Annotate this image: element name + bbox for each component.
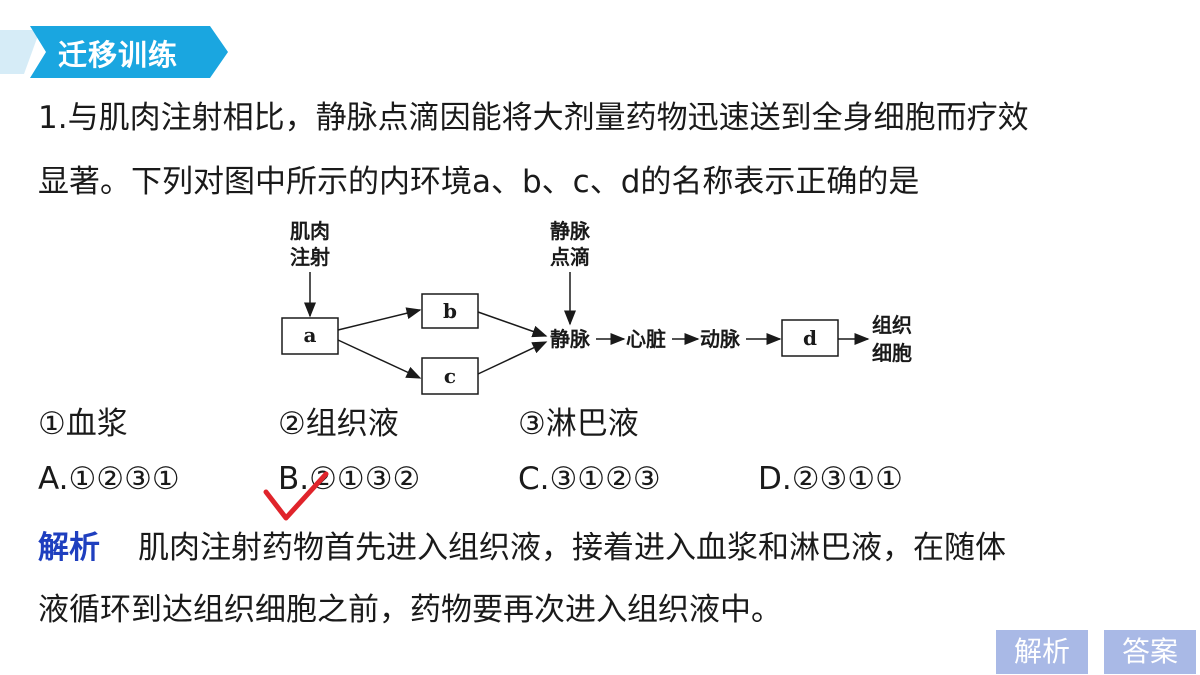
vein-label: 静脉	[550, 327, 591, 351]
im-label-1: 肌肉	[290, 219, 330, 243]
choice-b[interactable]: B.②①③②	[278, 461, 421, 497]
box-a	[281, 317, 339, 355]
analysis-text-1: 肌肉注射药物首先进入组织液，接着进入血浆和淋巴液，在随体	[138, 530, 1006, 566]
question-line-2: 显著。下列对图中所示的内环境a、b、c、d的名称表示正确的是	[38, 164, 920, 200]
question-line-1: 1.与肌肉注射相比，静脉点滴因能将大剂量药物迅速送到全身细胞而疗效	[38, 100, 1029, 136]
analysis-line-2: 液循环到达组织细胞之前，药物要再次进入组织液中。	[38, 592, 782, 628]
section-banner	[0, 26, 228, 78]
iv-label-2: 点滴	[550, 245, 590, 269]
check-mark-icon	[263, 471, 329, 521]
box-b-label: b	[443, 299, 457, 323]
box-a-label: a	[304, 323, 317, 347]
box-c-label: c	[444, 364, 456, 388]
iv-label-1: 静脉	[550, 219, 591, 243]
analysis-line-1: 解析 肌肉注射药物首先进入组织液，接着进入血浆和淋巴液，在随体	[38, 522, 1006, 567]
im-label-2: 注射	[290, 245, 330, 269]
arrow-b-to-vein	[477, 311, 548, 338]
tissue-cell-label-2: 细胞	[872, 341, 912, 365]
circulation-diagram: 肌肉 注射 静脉 点滴 静脉 心脏 动脉 组织 细胞 a b c d	[281, 219, 912, 395]
box-c	[421, 357, 479, 395]
choice-a[interactable]: A.①②③①	[38, 461, 180, 497]
analysis-label: 解析	[38, 530, 100, 566]
choice-c[interactable]: C.③①②③	[518, 461, 661, 497]
section-title: 迁移训练	[58, 38, 179, 72]
tissue-cell-label-1: 组织	[872, 313, 912, 337]
box-b	[421, 293, 479, 329]
arrow-a-to-b	[337, 307, 422, 331]
arrow-a-to-c	[337, 339, 422, 379]
choice-d[interactable]: D.②③①①	[758, 461, 903, 497]
arrow-c-to-vein	[477, 341, 548, 375]
answer-button[interactable]: 答案	[1104, 630, 1196, 674]
box-d-label: d	[803, 326, 817, 350]
artery-label: 动脉	[700, 327, 741, 351]
item-2: ②组织液	[278, 406, 399, 442]
box-d	[781, 319, 839, 357]
analysis-button[interactable]: 解析	[996, 630, 1088, 674]
item-3: ③淋巴液	[518, 406, 639, 442]
item-1: ①血浆	[38, 406, 128, 442]
heart-label: 心脏	[626, 327, 666, 351]
